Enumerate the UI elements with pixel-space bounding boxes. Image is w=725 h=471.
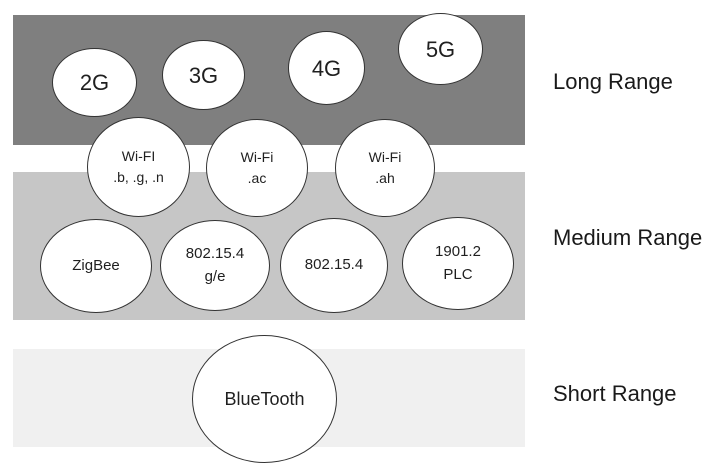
node-1901-2-plc-label-line1: 1901.2 bbox=[435, 243, 481, 260]
node-1901-2-plc: 1901.2 PLC bbox=[402, 217, 514, 310]
node-5g: 5G bbox=[398, 13, 483, 85]
node-zigbee-label: ZigBee bbox=[72, 256, 120, 274]
node-2g-label: 2G bbox=[79, 70, 110, 95]
range-label-long: Long Range bbox=[553, 69, 673, 94]
node-wifi-ah-label-line2: .ah bbox=[375, 170, 395, 186]
node-wifi-ac-label-line2: .ac bbox=[247, 170, 267, 186]
node-bluetooth-label: BlueTooth bbox=[224, 388, 305, 409]
node-zigbee: ZigBee bbox=[40, 219, 152, 313]
node-802-15-4-ge-label-line2: g/e bbox=[204, 267, 226, 285]
node-2g: 2G bbox=[52, 48, 137, 117]
node-802-15-4-label: 802.15.4 bbox=[304, 256, 364, 274]
node-4g: 4G bbox=[288, 31, 365, 105]
node-802-15-4: 802.15.4 bbox=[280, 218, 388, 313]
node-wifi-bgn-label-line2: .b, .g, .n bbox=[113, 169, 164, 185]
range-label-medium: Medium Range bbox=[553, 225, 703, 250]
range-label-short: Short Range bbox=[553, 381, 677, 406]
node-802-15-4-ge-label-line1: 802.15.4 bbox=[185, 245, 245, 262]
node-802-15-4-ge: 802.15.4 g/e bbox=[160, 220, 270, 311]
node-1901-2-plc-label-line2: PLC bbox=[443, 265, 473, 283]
node-wifi-ac: Wi-Fi .ac bbox=[206, 119, 308, 217]
node-5g-label: 5G bbox=[425, 36, 456, 62]
node-wifi-ac-label-line1: Wi-Fi bbox=[240, 149, 274, 165]
node-3g: 3G bbox=[162, 40, 245, 110]
node-wifi-bgn: Wi-FI .b, .g, .n bbox=[87, 117, 190, 217]
node-4g-label: 4G bbox=[311, 55, 342, 81]
node-wifi-bgn-label-line1: Wi-FI bbox=[121, 148, 156, 164]
node-bluetooth: BlueTooth bbox=[192, 335, 337, 463]
node-wifi-ah: Wi-Fi .ah bbox=[335, 119, 435, 217]
node-wifi-ah-label-line1: Wi-Fi bbox=[368, 149, 402, 165]
node-3g-label: 3G bbox=[188, 62, 219, 88]
